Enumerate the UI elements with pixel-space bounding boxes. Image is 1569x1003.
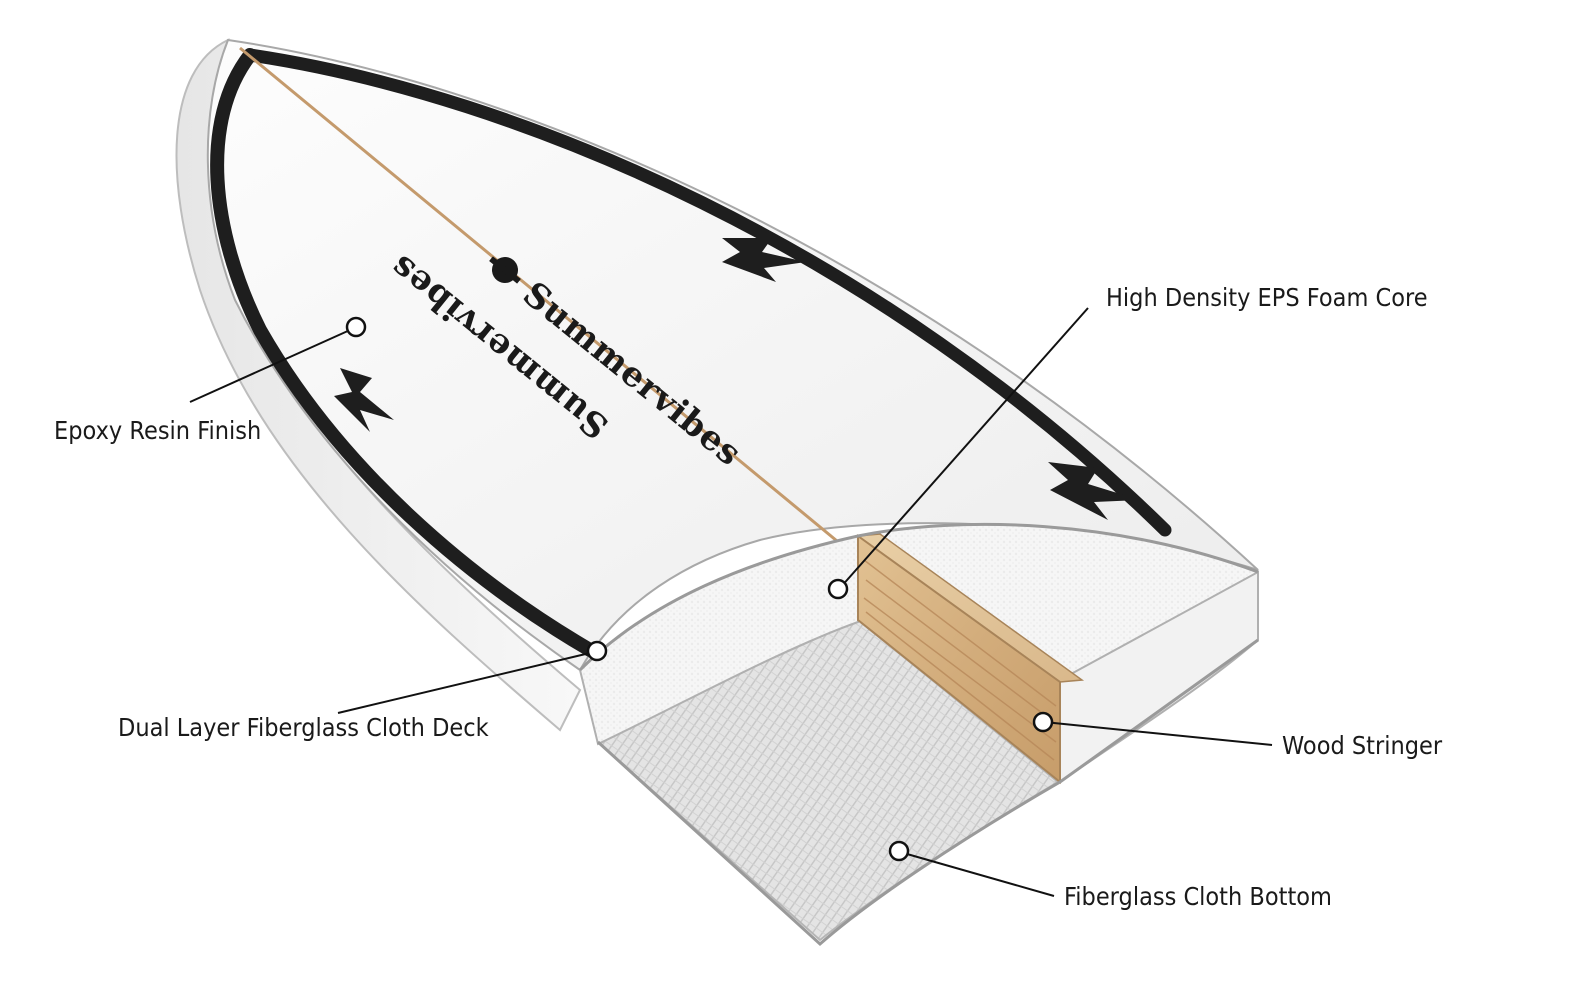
lightning-bolt-icon xyxy=(1048,462,1140,520)
rail-stripe-left xyxy=(210,48,597,657)
stringer-centerline xyxy=(239,46,861,562)
label-epoxy-resin-finish: Epoxy Resin Finish xyxy=(54,416,262,445)
marker-foam xyxy=(827,578,849,600)
lightning-bolt-icon xyxy=(334,368,394,432)
leader-bottom xyxy=(899,851,1055,897)
board-deck xyxy=(206,38,1259,672)
label-wood-stringer: Wood Stringer xyxy=(1282,731,1443,760)
lightning-bolt-icon xyxy=(722,238,806,282)
wood-grain xyxy=(863,559,1057,761)
summervibes-logo-icon xyxy=(489,256,521,284)
leader-epoxy xyxy=(189,329,351,403)
label-fiberglass-deck: Dual Layer Fiberglass Cloth Deck xyxy=(118,713,489,742)
marker-epoxy xyxy=(345,316,367,338)
bottom-skin-edge xyxy=(596,638,1259,947)
label-foam-core: High Density EPS Foam Core xyxy=(1106,283,1428,312)
rail-stripe-right xyxy=(243,48,1172,537)
leader-deck xyxy=(337,651,595,714)
deck-skin-edge xyxy=(578,522,1259,672)
leader-foam xyxy=(839,307,1089,589)
marker-bottom xyxy=(888,840,910,862)
leader-stringer xyxy=(1043,721,1273,746)
callout-leaders xyxy=(189,307,1273,897)
callout-markers xyxy=(345,316,1054,862)
marker-deck xyxy=(586,640,608,662)
marker-stringer xyxy=(1032,711,1054,733)
label-fiberglass-bottom: Fiberglass Cloth Bottom xyxy=(1064,882,1332,911)
